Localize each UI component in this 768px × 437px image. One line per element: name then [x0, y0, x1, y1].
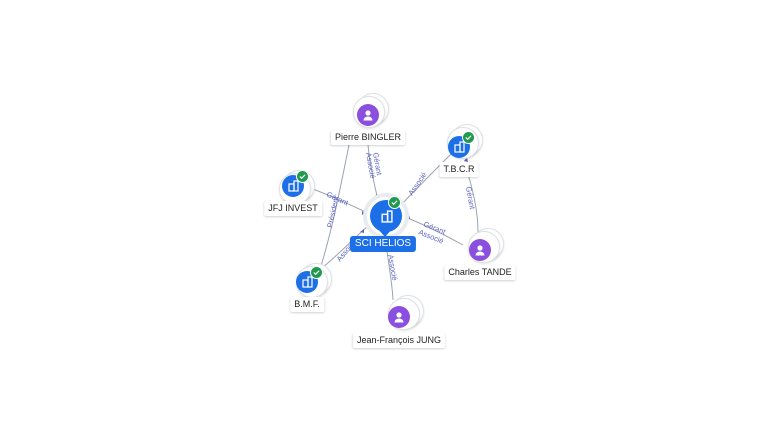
- building-icon: [380, 209, 393, 223]
- verified-check-icon: [388, 196, 401, 209]
- center-pin: [378, 229, 392, 237]
- verified-check-icon: [310, 266, 323, 279]
- edge-label-associe-jf: Associé: [386, 254, 399, 281]
- center-node[interactable]: [367, 197, 405, 235]
- node-label-tbcr[interactable]: T.B.C.R: [439, 162, 479, 177]
- node-label-pierre[interactable]: Pierre BINGLER: [330, 130, 406, 145]
- node-label-jf[interactable]: Jean-François JUNG: [352, 333, 446, 348]
- edge-tbcr-center: [397, 149, 456, 209]
- arrow-bmf: [360, 229, 364, 233]
- center-label[interactable]: SCI HELIOS: [349, 236, 417, 252]
- person-icon[interactable]: [357, 104, 379, 126]
- person-icon[interactable]: [469, 239, 491, 261]
- node-label-bmf[interactable]: B.M.F.: [290, 297, 324, 312]
- edge-label-president: Président: [325, 195, 341, 229]
- arrow-jfj: [362, 211, 366, 215]
- edge-bmf-center: [321, 225, 369, 269]
- edge-label-associe-tbcr: Associé: [406, 170, 428, 197]
- node-label-jfj[interactable]: JFJ INVEST: [264, 201, 322, 216]
- arrow-charles: [406, 215, 410, 219]
- node-label-charles[interactable]: Charles TANDE: [444, 265, 516, 280]
- edge-pierre-bmf: [317, 139, 351, 276]
- edge-label-gerant-pierre: Gérant: [371, 152, 384, 177]
- verified-check-icon: [296, 170, 309, 183]
- person-icon[interactable]: [388, 306, 410, 328]
- verified-check-icon: [462, 131, 475, 144]
- edge-label-associe-pierre: Associé: [364, 152, 377, 179]
- edge-label-gerant-charles-tbcr: Gérant: [464, 186, 477, 211]
- edge-jfj-center: [309, 187, 369, 214]
